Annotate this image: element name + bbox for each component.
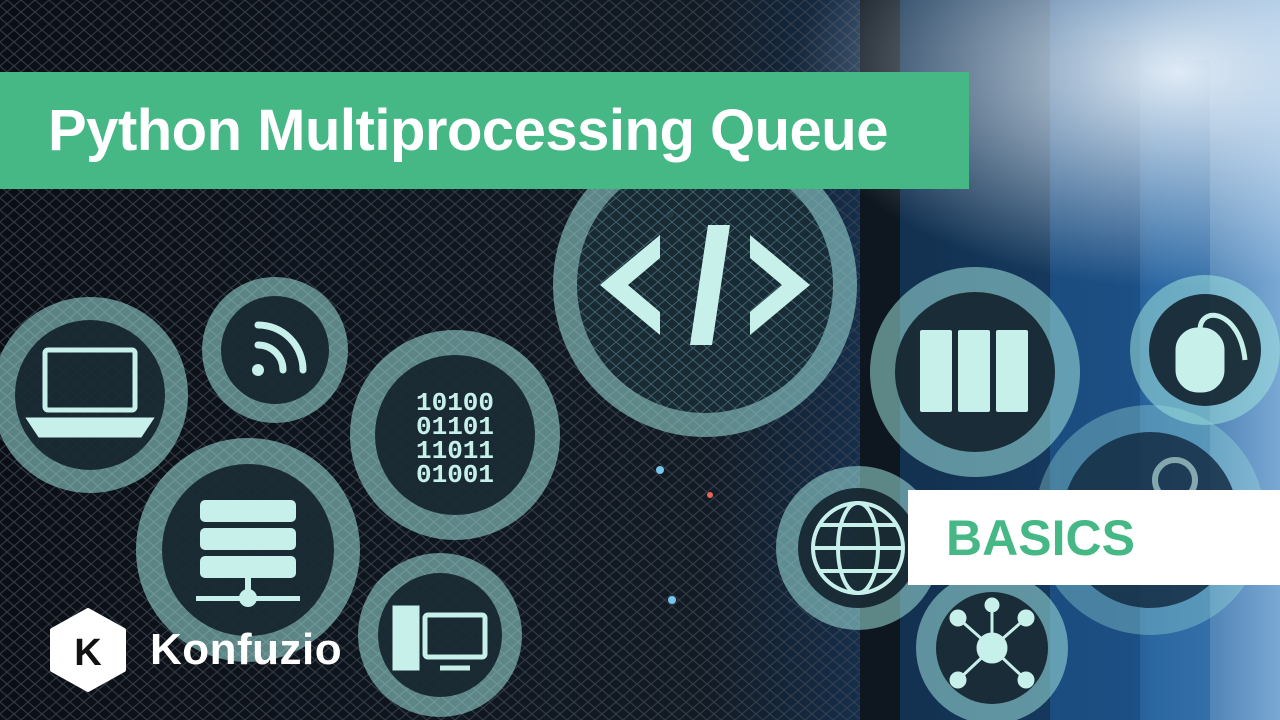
gear-server — [136, 438, 360, 662]
gear-desktop — [358, 553, 522, 717]
network-server-icon — [196, 500, 300, 607]
laptop-icon — [25, 347, 155, 438]
mouse-icon — [1175, 312, 1248, 393]
code-icon — [600, 225, 810, 345]
desktop-computer-icon — [392, 605, 488, 671]
title-banner: Python Multiprocessing Queue — [0, 72, 969, 189]
badge: BASICS — [908, 490, 1280, 585]
logo-letter: K — [74, 632, 102, 674]
gear-code — [553, 133, 857, 437]
badge-label: BASICS — [946, 509, 1135, 566]
gear-rack — [870, 267, 1080, 477]
logo-mark-icon: K — [50, 608, 126, 692]
page-title: Python Multiprocessing Queue — [48, 98, 888, 163]
server-rack-icon — [920, 330, 1028, 412]
gear-network — [916, 572, 1068, 720]
binary-line-3: 11011 — [416, 436, 494, 466]
binary-icon: 10100 01101 11011 01001 — [416, 388, 494, 490]
gear-globe — [776, 466, 940, 630]
binary-line-2: 01101 — [416, 412, 494, 442]
gear-binary: 10100 01101 11011 01001 — [350, 330, 560, 540]
brand-logo: K Konfuzio — [48, 608, 342, 692]
gear-wifi — [202, 277, 348, 423]
gear-mouse — [1130, 275, 1280, 425]
gear-laptop — [0, 297, 188, 493]
binary-line-1: 10100 — [416, 388, 494, 418]
globe-icon — [811, 501, 905, 595]
brand-name: Konfuzio — [150, 625, 343, 674]
binary-line-4: 01001 — [416, 460, 494, 490]
network-nodes-icon — [949, 597, 1035, 689]
wifi-icon — [252, 321, 307, 376]
